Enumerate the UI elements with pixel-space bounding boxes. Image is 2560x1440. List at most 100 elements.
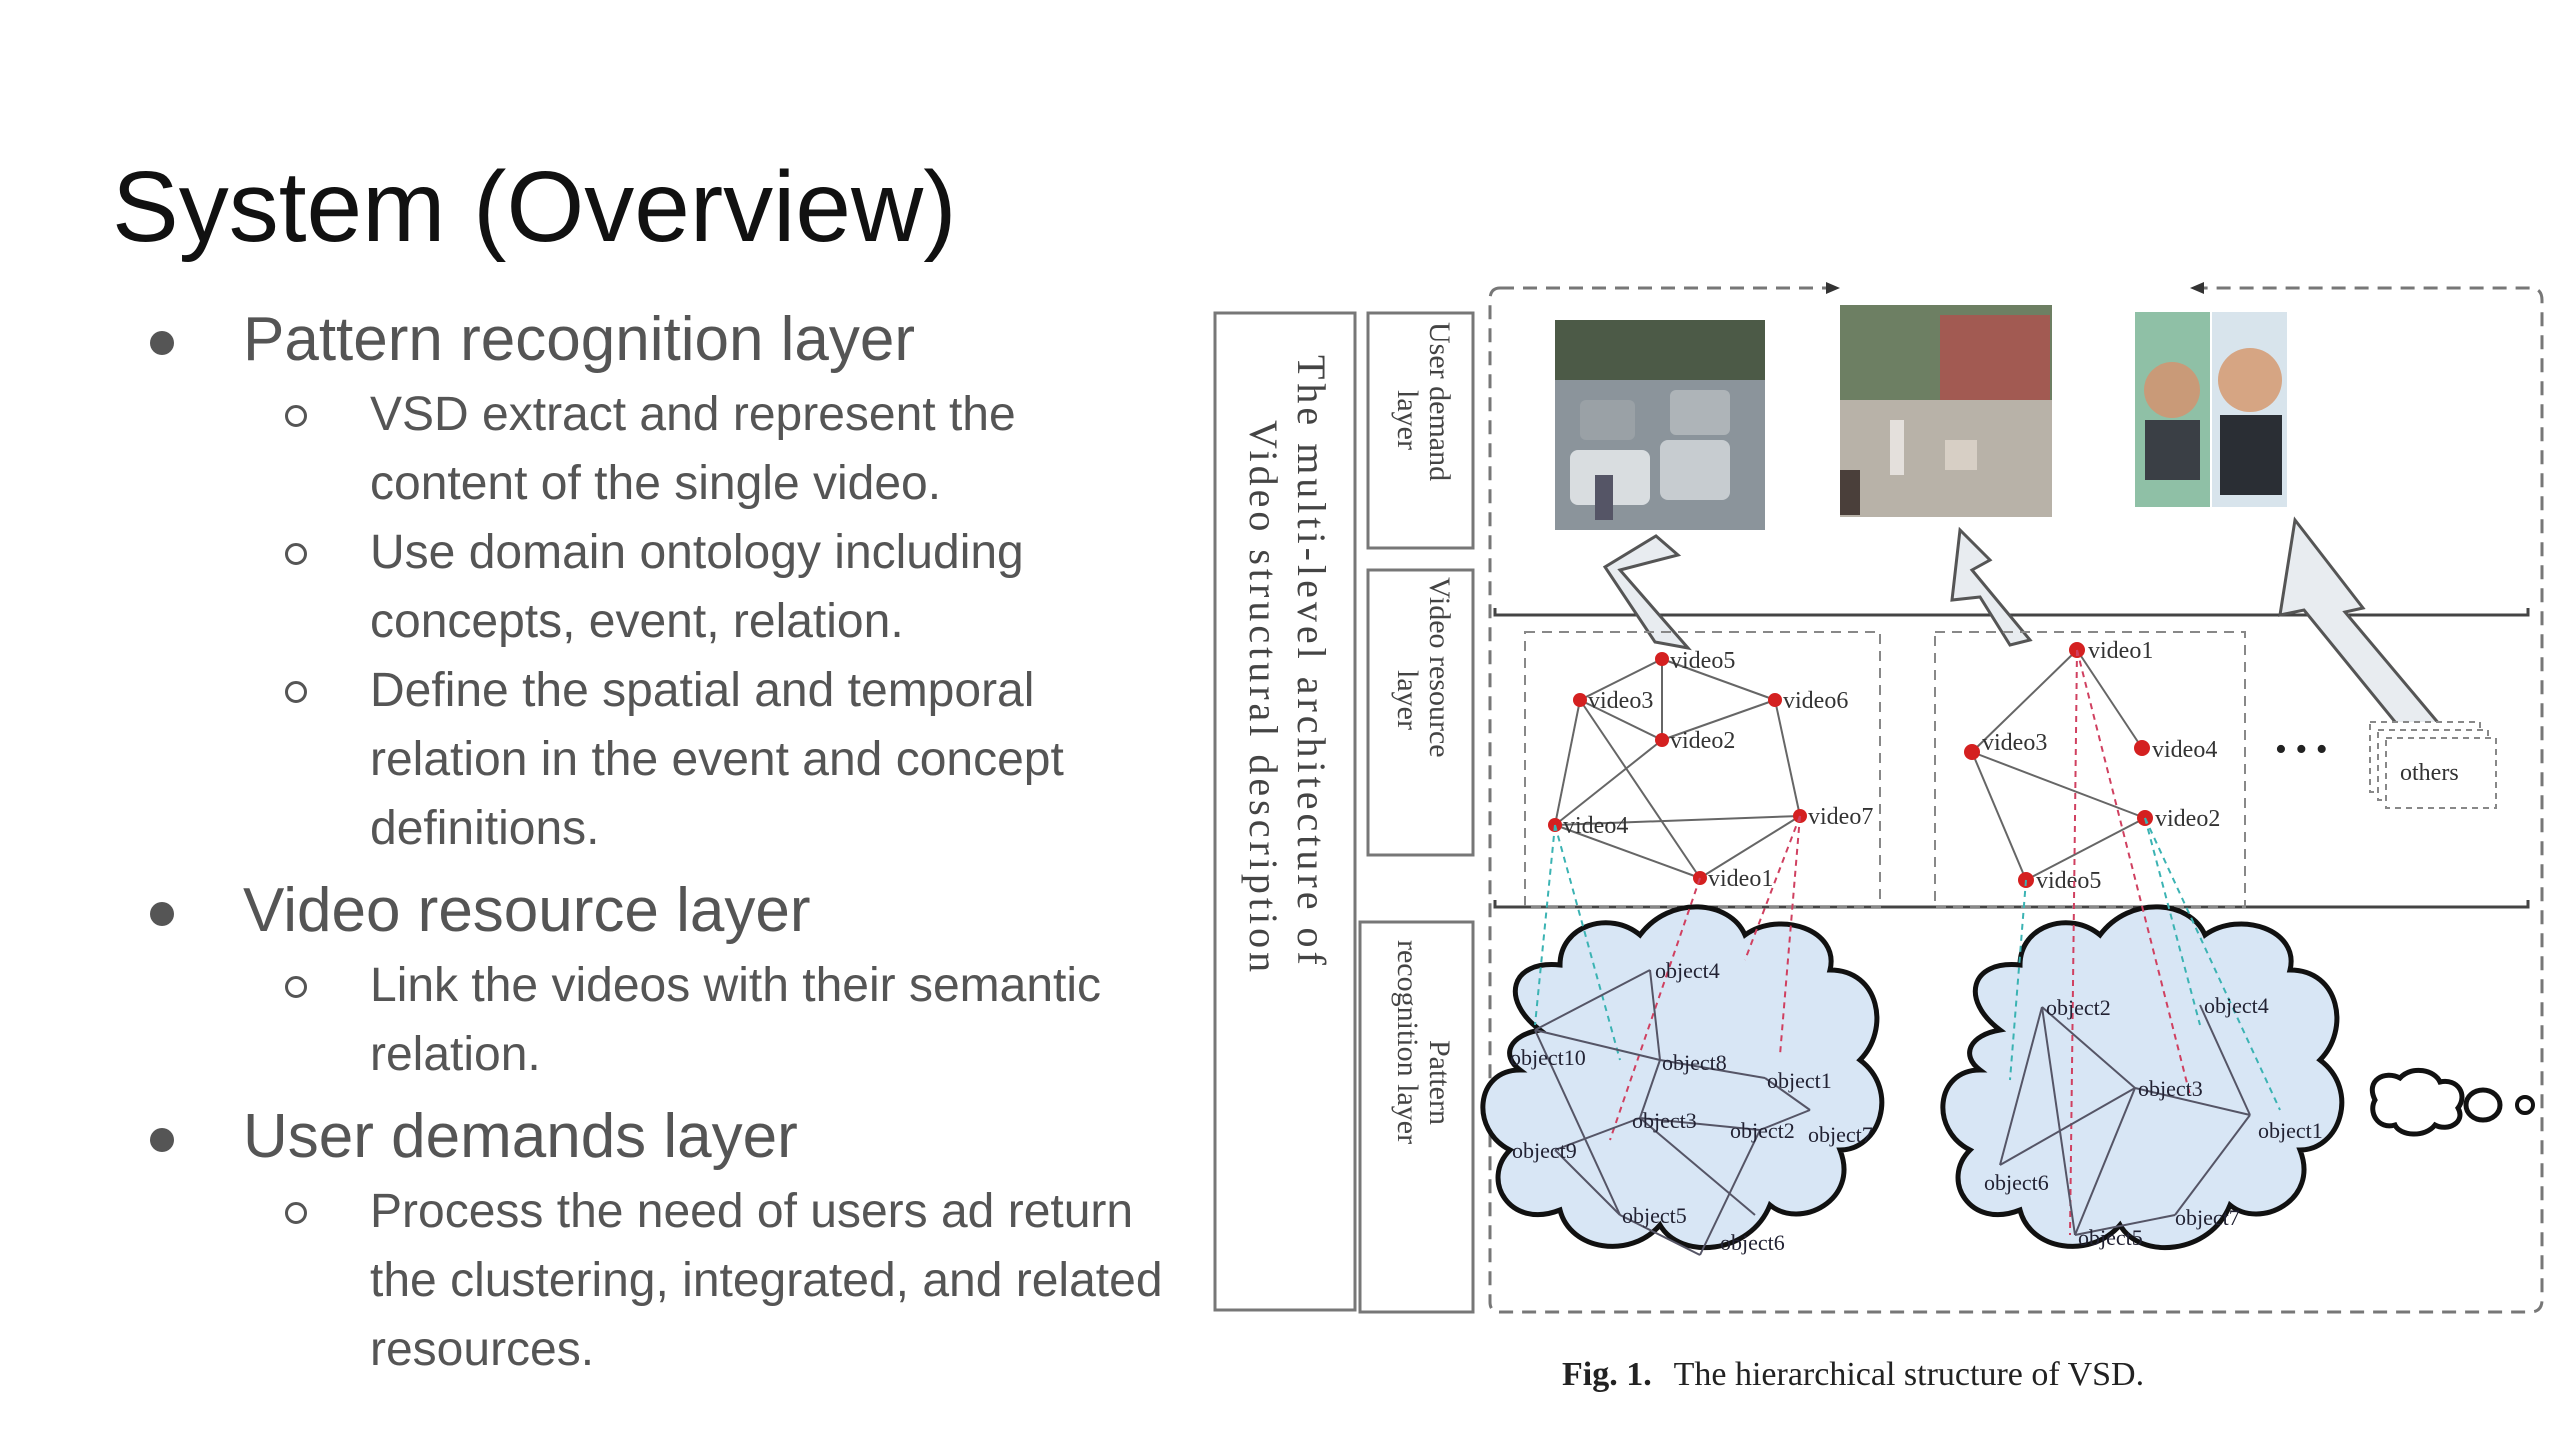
sub-bullet-ring <box>285 1202 307 1224</box>
video-resource-label-2: layer <box>1391 670 1424 730</box>
object-label: object4 <box>2204 993 2269 1018</box>
bullet-pattern-recognition: Pattern recognition layer VSD extract an… <box>140 300 1180 863</box>
arrowhead-left <box>2190 282 2204 294</box>
user-demand-label-1: User demand <box>1423 322 1456 481</box>
sub-bullet-ring <box>285 543 307 565</box>
figure-caption: Fig. 1. The hierarchical structure of VS… <box>1562 1356 2144 1393</box>
up-arrow-left <box>1602 534 1692 651</box>
traffic-photo <box>1555 320 1765 530</box>
slide-title: System (Overview) <box>112 151 957 263</box>
cross-layer-links <box>1534 649 2281 1236</box>
vsd-diagram: The multi-level architecture of Video st… <box>1213 282 2544 1393</box>
object-cloud-1 <box>1480 904 1885 1250</box>
pattern-recognition-layer-box <box>1358 920 1475 1314</box>
small-cloud-3 <box>2515 1095 2535 1115</box>
video-graph-1-edges <box>1554 658 1801 879</box>
node-label: video2 <box>1670 728 1735 754</box>
object-cloud-1-labels: object4 object10 object8 object1 object3… <box>1510 958 1873 1255</box>
object-label: object7 <box>2175 1205 2240 1230</box>
object-label: object4 <box>1655 958 1720 983</box>
video-graph-1-labels: video5 video3 video6 video2 video4 video… <box>1563 648 1873 892</box>
sub-bullet-text: Define the spatial and temporal relation… <box>370 664 1064 855</box>
object-label: object6 <box>1984 1170 2049 1195</box>
node-label: video4 <box>1563 813 1628 839</box>
user-demand-label-2: layer <box>1391 390 1424 450</box>
user-demand-layer-box <box>1366 311 1475 550</box>
up-arrow-right <box>2278 516 2444 730</box>
object-label: object2 <box>1730 1118 1795 1143</box>
node-label: video1 <box>2088 638 2153 664</box>
sub-bullet-ring <box>285 405 307 427</box>
layer-separator-top <box>1493 608 2530 617</box>
object-cloud-2 <box>1940 904 2345 1250</box>
object-label: object2 <box>2046 995 2111 1020</box>
bullet-text: User demands layer <box>243 1102 798 1171</box>
node-label: video5 <box>1670 648 1735 674</box>
video-graph-1-nodes <box>1548 652 1807 885</box>
node-label: video7 <box>1808 804 1873 830</box>
bullet-dot <box>150 1128 174 1152</box>
pattern-label-2: recognition layer <box>1391 940 1424 1144</box>
object-label: object6 <box>1720 1230 1785 1255</box>
sub-list: Link the videos with their semantic rela… <box>243 951 1180 1089</box>
object-label: object10 <box>1510 1045 1586 1070</box>
object-cloud-1-edges <box>1534 969 1811 1256</box>
video-graph-2-labels: video1 video3 video4 video2 video5 <box>1982 638 2220 894</box>
node-label: video3 <box>1982 730 2047 756</box>
others-label: others <box>2400 760 2459 786</box>
bullet-text: Video resource layer <box>243 876 811 945</box>
caption-bold: Fig. 1. <box>1562 1356 1652 1393</box>
object-label: object1 <box>2258 1118 2323 1143</box>
node-label: video3 <box>1588 688 1653 714</box>
sub-bullet-text: VSD extract and represent the content of… <box>370 388 1016 510</box>
outer-dashed-frame <box>1488 286 2544 1314</box>
sub-bullet: Link the videos with their semantic rela… <box>140 951 1180 1089</box>
video-resource-layer-box <box>1366 568 1475 857</box>
arrowhead-right <box>1826 282 1840 294</box>
sub-bullet-ring <box>285 976 307 998</box>
up-arrow-mid <box>1950 526 2033 647</box>
layer-separator-bottom <box>1493 900 2530 909</box>
others-stack: others <box>2369 721 2497 809</box>
video-graph-2-nodes <box>1964 642 2153 888</box>
vertical-title-box <box>1213 311 1357 1312</box>
caption-text: The hierarchical structure of VSD. <box>1674 1356 2144 1393</box>
sub-bullet: Define the spatial and temporal relation… <box>140 656 1180 863</box>
node-label: video1 <box>1708 866 1773 892</box>
video-graph-2-edges <box>1971 649 2146 881</box>
node-label: video4 <box>2152 737 2217 763</box>
street-photo <box>1840 305 2052 517</box>
sub-list: Process the need of users ad return the … <box>243 1177 1180 1384</box>
bullet-text: Pattern recognition layer <box>243 305 916 374</box>
small-cloud-2 <box>2463 1087 2503 1123</box>
object-label: object9 <box>1512 1138 1577 1163</box>
bullet-dot <box>150 331 174 355</box>
video-resource-label-1: Video resource <box>1423 577 1456 758</box>
graph-ellipsis: • • • <box>2275 731 2328 768</box>
object-label: object5 <box>1622 1203 1687 1228</box>
node-label: video2 <box>2155 806 2220 832</box>
node-label: video6 <box>1783 688 1848 714</box>
sub-bullet-text: Process the need of users ad return the … <box>370 1185 1163 1376</box>
bullet-user-demands: User demands layer Process the need of u… <box>140 1097 1180 1384</box>
vertical-title-line1: The multi-level architecture of <box>1289 355 1334 969</box>
sub-bullet-text: Link the videos with their semantic rela… <box>370 959 1102 1081</box>
object-label: object7 <box>1808 1122 1873 1147</box>
sub-bullet: Use domain ontology including concepts, … <box>140 518 1180 656</box>
bullet-list: Pattern recognition layer VSD extract an… <box>140 300 1180 1392</box>
sub-bullet: VSD extract and represent the content of… <box>140 380 1180 518</box>
id-photos <box>2135 312 2287 507</box>
small-cloud-1 <box>2370 1067 2465 1137</box>
video-graph-2-frame <box>1934 631 2246 908</box>
object-label: object3 <box>2138 1076 2203 1101</box>
pattern-label-1: Pattern <box>1423 1040 1456 1125</box>
bullet-dot <box>150 902 174 926</box>
object-cloud-2-labels: object2 object4 object3 object1 object6 … <box>1984 993 2323 1250</box>
object-label: object8 <box>1662 1050 1727 1075</box>
node-label: video5 <box>2036 868 2101 894</box>
sub-bullet: Process the need of users ad return the … <box>140 1177 1180 1384</box>
object-label: object5 <box>2078 1225 2143 1250</box>
bullet-video-resource: Video resource layer Link the videos wit… <box>140 871 1180 1089</box>
object-label: object3 <box>1632 1108 1697 1133</box>
sub-bullet-ring <box>285 681 307 703</box>
